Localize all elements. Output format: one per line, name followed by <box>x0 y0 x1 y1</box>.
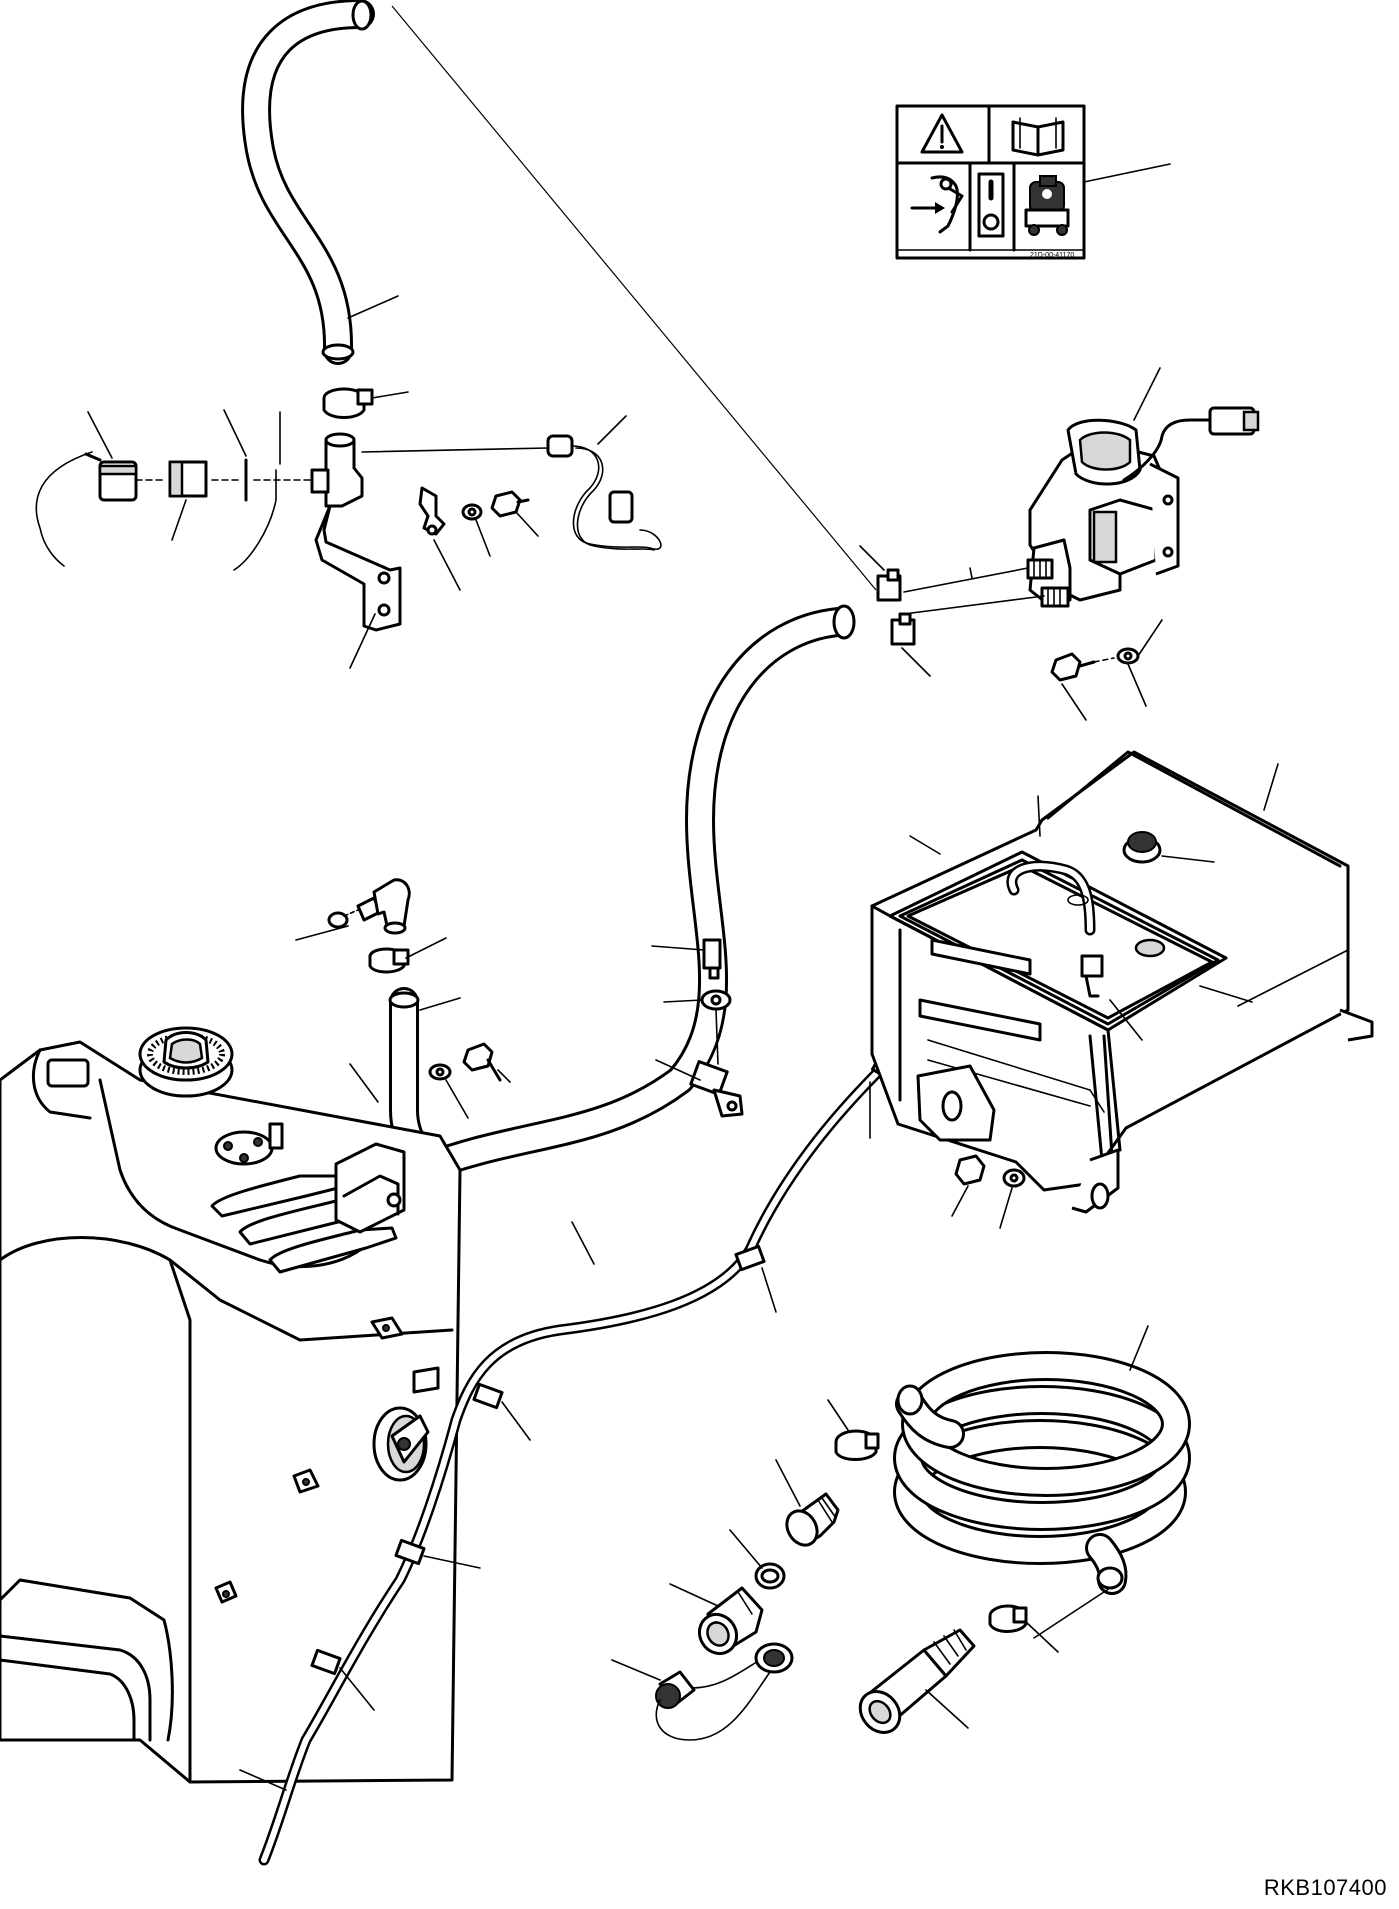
reserve-tank-window-1 <box>930 938 1032 976</box>
reserve-tank-mount-tab <box>916 1064 1120 1214</box>
bracket-bolt-set <box>418 486 539 591</box>
refuel-pump <box>1026 367 1260 608</box>
breather-clip-4 <box>310 1648 375 1711</box>
elbow-fitting-set <box>295 878 447 974</box>
drawing-code: RKB107400 <box>1263 1875 1387 1900</box>
reserve-tank-cap <box>1122 831 1166 958</box>
check-valve-upper <box>859 545 902 602</box>
hand-operation-icon <box>910 175 964 234</box>
refuel-pump-icon <box>1024 175 1070 236</box>
clip-and-washer <box>651 938 732 1065</box>
tank-hose-bracket <box>334 1142 406 1234</box>
coupler-o-ring <box>729 1529 786 1590</box>
tank-front-panel <box>0 1578 174 1742</box>
reserve-tank-bolt <box>951 1154 1026 1229</box>
label-plate-serial: 21D-00-41170 <box>1030 252 1074 259</box>
warning-triangle-icon <box>920 113 964 154</box>
quick-coupler-female <box>669 1583 764 1656</box>
breather-clip-2 <box>472 1382 531 1441</box>
pump-port-lower <box>1040 586 1070 608</box>
reserve-tank <box>870 750 1374 1214</box>
reserve-tank-inner-pipe <box>1006 860 1096 936</box>
pump-port-upper <box>1026 558 1054 580</box>
pump-mount-bolt <box>1050 619 1163 721</box>
routing-line-top <box>391 5 877 591</box>
on-off-switch-icon <box>977 172 1005 238</box>
sensor-connector-set <box>35 409 311 571</box>
tank-flange <box>214 1122 284 1166</box>
hose-clip-bracket <box>655 1059 744 1118</box>
open-book-icon <box>1011 117 1065 157</box>
reserve-tank-window-2 <box>918 998 1042 1042</box>
reserve-tank-sensor <box>1067 894 1104 998</box>
suction-hose-top <box>241 0 399 365</box>
warning-label-plate: 21D-00-41170 <box>895 104 1171 260</box>
sender-wire-harness <box>546 415 662 551</box>
coiled-refuel-hose <box>893 1325 1191 1639</box>
fuel-gauge <box>372 1406 430 1482</box>
pump-hose-link <box>903 567 1045 615</box>
suction-nozzle <box>858 1628 976 1734</box>
breather-hose <box>239 1052 896 1866</box>
coupler-dust-cap <box>611 1642 794 1741</box>
breather-clip-1 <box>734 1244 777 1313</box>
suction-hose-middle <box>405 604 856 1185</box>
check-valve-lower <box>890 612 931 677</box>
tank-side-clips <box>214 1316 440 1604</box>
coupler-hose-clamp <box>827 1399 880 1461</box>
fuel-tank <box>0 1026 462 1784</box>
nozzle-hose-clamp <box>988 1604 1059 1653</box>
tank-mount-bolt <box>428 1042 511 1119</box>
suction-fitting-bracket <box>310 432 549 669</box>
breather-clip-3 <box>394 1538 481 1569</box>
coupler-adapter <box>775 1459 840 1547</box>
filler-cap <box>138 1026 234 1098</box>
hose-clamp-top <box>322 387 409 419</box>
